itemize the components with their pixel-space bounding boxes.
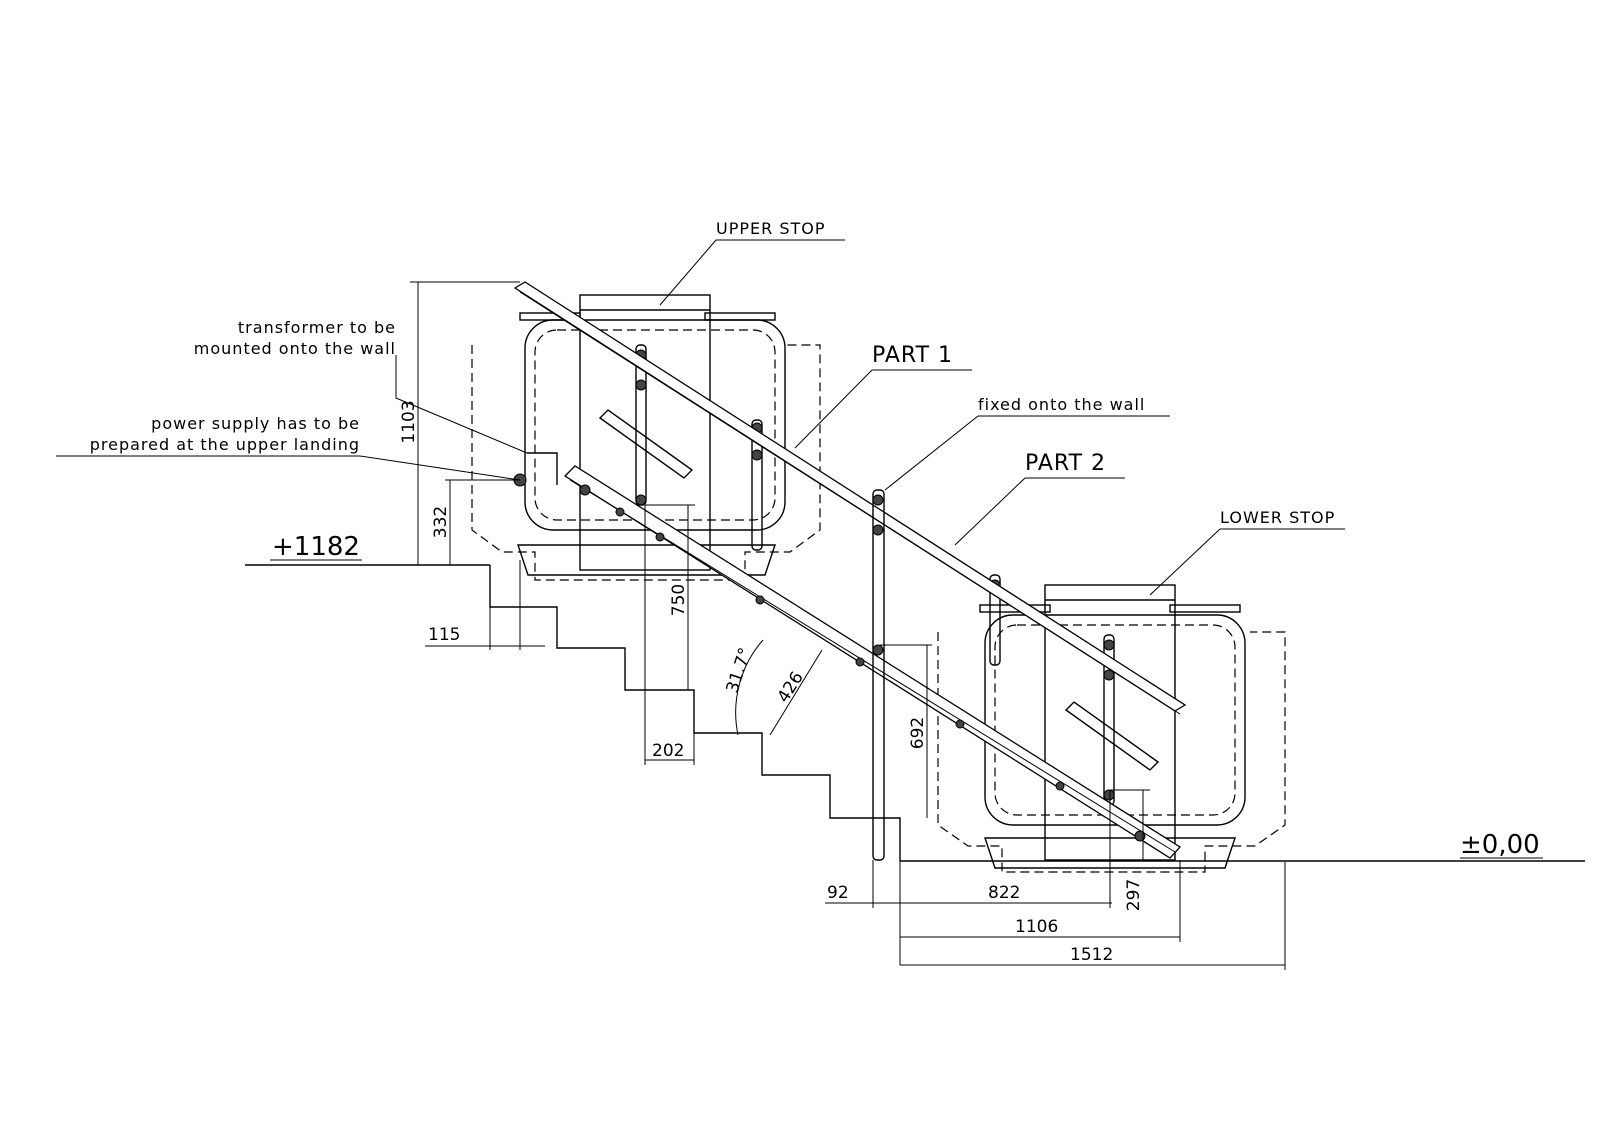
part2-label: PART 2 — [1025, 451, 1106, 476]
transformer-note-line2: mounted onto the wall — [194, 339, 396, 358]
staircase — [245, 564, 1585, 862]
part1-label: PART 1 — [872, 343, 953, 368]
dim-1103: 1103 — [399, 400, 419, 443]
lower-stop-label: LOWER STOP — [1220, 508, 1335, 527]
dim-1106: 1106 — [1015, 917, 1058, 937]
dim-426: 426 — [774, 668, 808, 706]
power-note-line2: prepared at the upper landing — [90, 435, 360, 454]
upper-rail-handrail — [513, 281, 1187, 715]
lower-chair — [937, 574, 1286, 873]
ground-level-label: ±0,00 — [1460, 830, 1540, 860]
upper-stop-label: UPPER STOP — [716, 219, 826, 238]
dim-202: 202 — [652, 741, 684, 761]
dim-750: 750 — [669, 584, 689, 616]
dim-692: 692 — [908, 717, 928, 749]
dim-92: 92 — [827, 883, 849, 903]
upper-level-label: +1182 — [272, 532, 360, 562]
transformer-note-line1: transformer to be — [238, 318, 396, 337]
dim-822: 822 — [988, 883, 1020, 903]
dim-297: 297 — [1124, 879, 1144, 911]
dim-332: 332 — [431, 506, 451, 538]
leader-lines — [56, 239, 1345, 596]
wall-support-post — [872, 489, 885, 861]
dim-115: 115 — [428, 625, 460, 645]
dimension-lines — [270, 281, 1543, 970]
power-note-line1: power supply has to be — [151, 414, 360, 433]
fixed-wall-label: fixed onto the wall — [978, 395, 1145, 414]
dim-angle: 31.7° — [723, 645, 756, 695]
dim-1512: 1512 — [1070, 945, 1113, 965]
